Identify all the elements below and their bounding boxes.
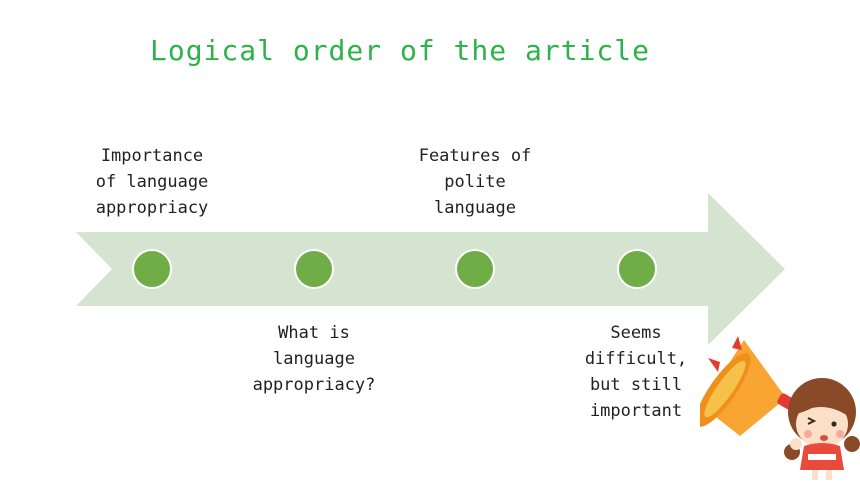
timeline-node-4 (617, 249, 657, 289)
timeline-node-2 (294, 249, 334, 289)
label-line: appropriacy? (252, 375, 376, 395)
slide-title: Logical order of the article (149, 34, 650, 67)
label-line: language (434, 198, 516, 218)
label-line: polite (444, 172, 506, 192)
timeline-label-what-is: What is language appropriacy? (234, 320, 394, 398)
label-line: What is (278, 323, 350, 343)
timeline-label-seems-difficult: Seems difficult, but still important (556, 320, 716, 424)
label-line: Seems (610, 323, 662, 343)
label-line: Importance (100, 146, 204, 166)
label-line: difficult, (584, 349, 688, 369)
label-line: important (589, 401, 683, 421)
timeline-arrow-shape (76, 193, 785, 345)
timeline-node-1 (132, 249, 172, 289)
label-line: appropriacy (95, 198, 209, 218)
timeline-label-importance: Importance of language appropriacy (72, 143, 232, 221)
timeline-label-features: Features of polite language (395, 143, 555, 221)
girl-with-megaphone-icon (700, 336, 860, 480)
label-line: of language (95, 172, 209, 192)
timeline-node-3 (455, 249, 495, 289)
label-line: language (273, 349, 355, 369)
label-line: but still (589, 375, 683, 395)
label-line: Features of (418, 146, 532, 166)
